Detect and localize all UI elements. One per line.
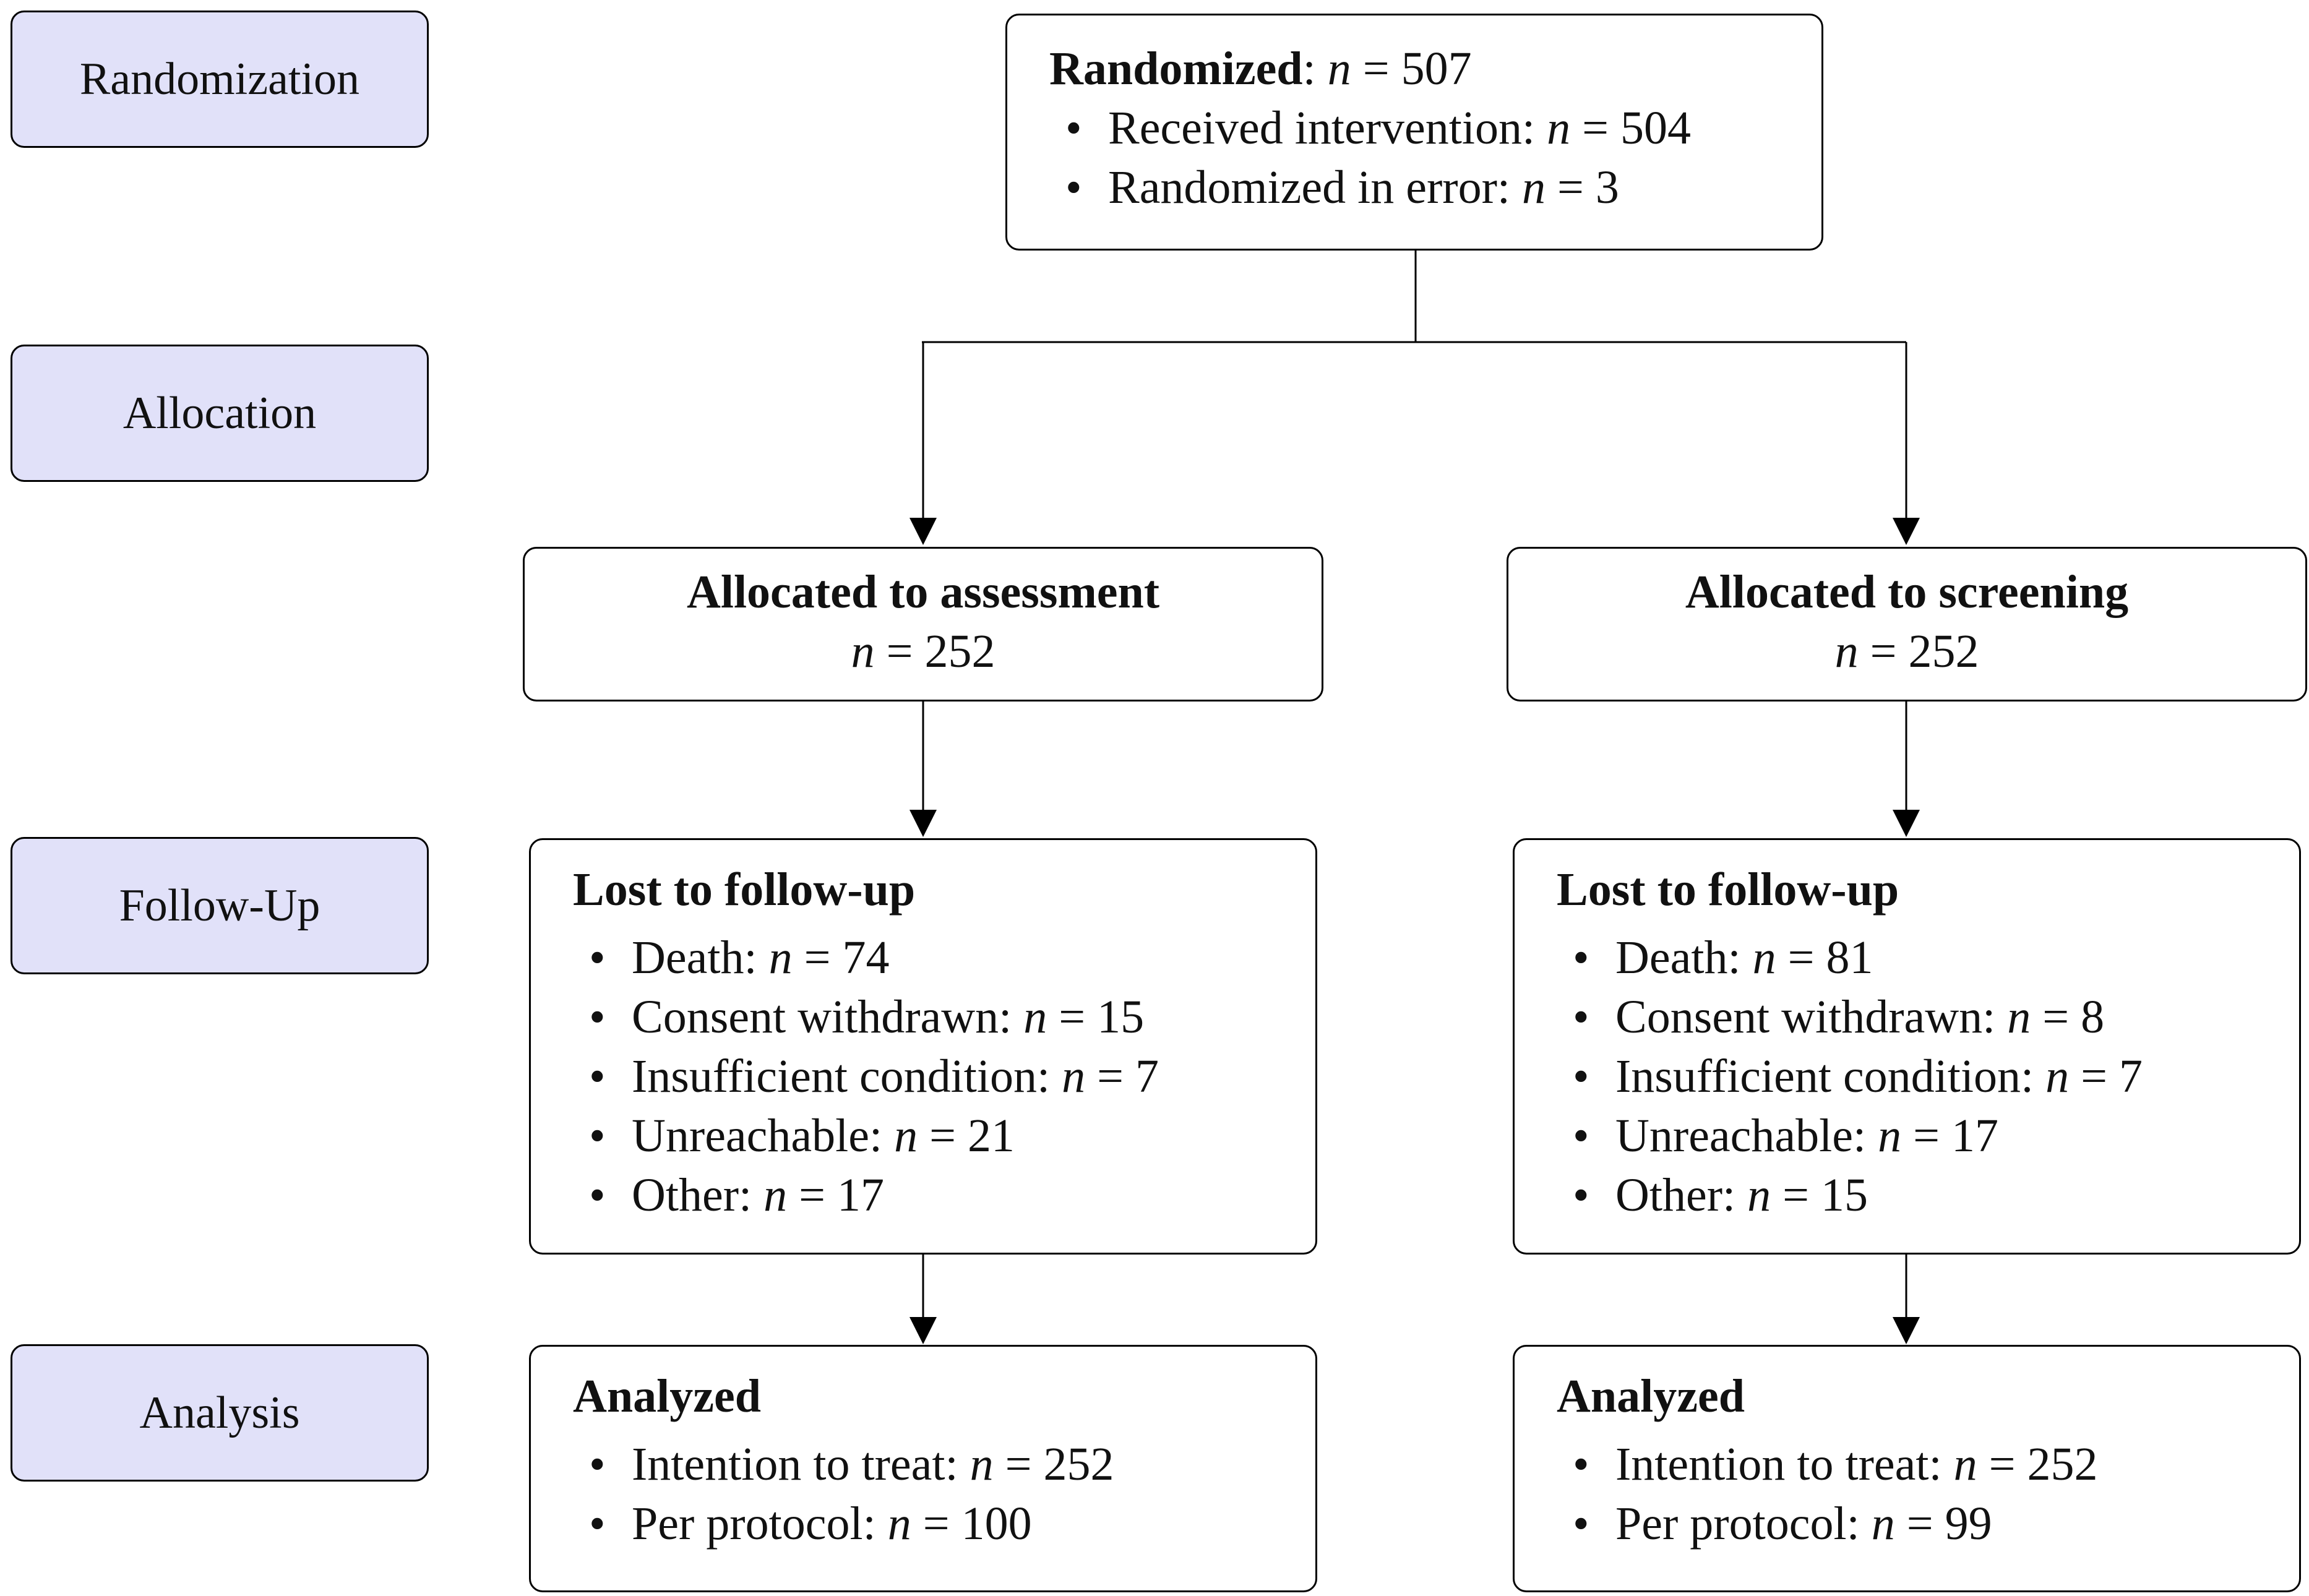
lost-followup-assessment-box: Lost to follow-up Death: n = 74 Consent … [529, 838, 1317, 1255]
allocated-screening-count: 252 [1908, 625, 1979, 677]
lost-followup-assessment-list: Death: n = 74 Consent withdrawn: n = 15 … [573, 928, 1315, 1225]
allocated-assessment-title: Allocated to assessment [686, 566, 1160, 618]
lost-followup-screening-title: Lost to follow-up [1557, 864, 1899, 916]
list-item: Other: n = 15 [1557, 1165, 2299, 1225]
randomized-list: Received intervention: n = 504 Randomize… [1049, 98, 1821, 217]
arrowhead-to-screening [1893, 518, 1920, 545]
list-item-count: 252 [1043, 1438, 1114, 1490]
list-item-count: 504 [1620, 102, 1691, 154]
list-item-label: Per protocol: [1615, 1498, 1860, 1550]
list-item: Per protocol: n = 100 [573, 1494, 1315, 1553]
list-item-label: Other: [632, 1169, 752, 1221]
arrowhead-to-assessment [909, 518, 937, 545]
stage-analysis-label: Analysis [139, 1387, 300, 1438]
list-item-count: 252 [2027, 1438, 2098, 1490]
lost-followup-screening-list: Death: n = 81 Consent withdrawn: n = 8 I… [1557, 928, 2299, 1225]
list-item: Randomized in error: n = 3 [1049, 158, 1821, 217]
list-item: Unreachable: n = 21 [573, 1106, 1315, 1165]
analyzed-assessment-box: Analyzed Intention to treat: n = 252 Per… [529, 1345, 1317, 1592]
stage-analysis: Analysis [11, 1344, 429, 1482]
list-item-count: 99 [1945, 1498, 1992, 1550]
lost-followup-assessment-title: Lost to follow-up [573, 864, 916, 916]
list-item-count: 21 [967, 1110, 1015, 1162]
list-item: Per protocol: n = 99 [1557, 1494, 2299, 1553]
stage-allocation-label: Allocation [123, 387, 317, 439]
allocated-assessment-box: Allocated to assessment n = 252 [523, 547, 1323, 701]
randomized-title: Randomized [1049, 43, 1303, 95]
list-item: Intention to treat: n = 252 [573, 1435, 1315, 1494]
list-item: Unreachable: n = 17 [1557, 1106, 2299, 1165]
list-item-count: 81 [1826, 932, 1873, 984]
stage-randomization: Randomization [11, 11, 429, 148]
list-item: Consent withdrawn: n = 15 [573, 987, 1315, 1047]
list-item-count: 15 [1821, 1169, 1868, 1221]
list-item-label: Consent withdrawn: [632, 991, 1012, 1043]
list-item-label: Received intervention: [1108, 102, 1536, 154]
analyzed-assessment-list: Intention to treat: n = 252 Per protocol… [573, 1435, 1315, 1553]
list-item-label: Unreachable: [632, 1110, 883, 1162]
stage-randomization-label: Randomization [79, 53, 360, 105]
randomized-count: 507 [1401, 43, 1472, 95]
list-item-count: 7 [2119, 1050, 2143, 1102]
list-item: Death: n = 74 [573, 928, 1315, 987]
list-item: Intention to treat: n = 252 [1557, 1435, 2299, 1494]
stage-followup: Follow-Up [11, 837, 429, 974]
analyzed-screening-box: Analyzed Intention to treat: n = 252 Per… [1513, 1345, 2301, 1592]
list-item: Death: n = 81 [1557, 928, 2299, 987]
analyzed-screening-list: Intention to treat: n = 252 Per protocol… [1557, 1435, 2299, 1553]
randomized-box: Randomized: n = 507 Received interventio… [1005, 14, 1823, 251]
list-item: Received intervention: n = 504 [1049, 98, 1821, 158]
list-item: Other: n = 17 [573, 1165, 1315, 1225]
list-item-count: 74 [842, 932, 890, 984]
arrowhead-screening-followup [1893, 810, 1920, 837]
lost-followup-screening-box: Lost to follow-up Death: n = 81 Consent … [1513, 838, 2301, 1255]
allocated-screening-box: Allocated to screening n = 252 [1507, 547, 2307, 701]
list-item-count: 100 [961, 1498, 1032, 1550]
list-item: Insufficient condition: n = 7 [573, 1047, 1315, 1106]
list-item-label: Death: [632, 932, 757, 984]
list-item-count: 8 [2081, 991, 2105, 1043]
allocated-screening-n: n = 252 [1834, 625, 1979, 677]
arrowhead-assessment-analysis [909, 1317, 937, 1344]
list-item-label: Death: [1615, 932, 1741, 984]
list-item-label: Other: [1615, 1169, 1736, 1221]
list-item-label: Unreachable: [1615, 1110, 1867, 1162]
list-item-count: 17 [1951, 1110, 1998, 1162]
list-item: Consent withdrawn: n = 8 [1557, 987, 2299, 1047]
arrowhead-assessment-followup [909, 810, 937, 837]
list-item-count: 7 [1135, 1050, 1159, 1102]
list-item-label: Intention to treat: [632, 1438, 958, 1490]
list-item-label: Insufficient condition: [632, 1050, 1051, 1102]
list-item-count: 15 [1097, 991, 1145, 1043]
allocated-screening-title: Allocated to screening [1685, 566, 2129, 618]
list-item-label: Randomized in error: [1108, 161, 1511, 213]
analyzed-screening-title: Analyzed [1557, 1370, 1745, 1422]
list-item-count: 3 [1595, 161, 1619, 213]
list-item: Insufficient condition: n = 7 [1557, 1047, 2299, 1106]
randomized-heading: Randomized: n = 507 [1049, 43, 1472, 95]
list-item-label: Intention to treat: [1615, 1438, 1942, 1490]
stage-allocation: Allocation [11, 345, 429, 482]
analyzed-assessment-title: Analyzed [573, 1370, 761, 1422]
list-item-label: Insufficient condition: [1615, 1050, 2034, 1102]
list-item-count: 17 [837, 1169, 885, 1221]
list-item-label: Per protocol: [632, 1498, 876, 1550]
stage-followup-label: Follow-Up [119, 880, 320, 931]
allocated-assessment-count: 252 [924, 625, 995, 677]
arrowhead-screening-analysis [1893, 1317, 1920, 1344]
list-item-label: Consent withdrawn: [1615, 991, 1996, 1043]
allocated-assessment-n: n = 252 [851, 625, 995, 677]
